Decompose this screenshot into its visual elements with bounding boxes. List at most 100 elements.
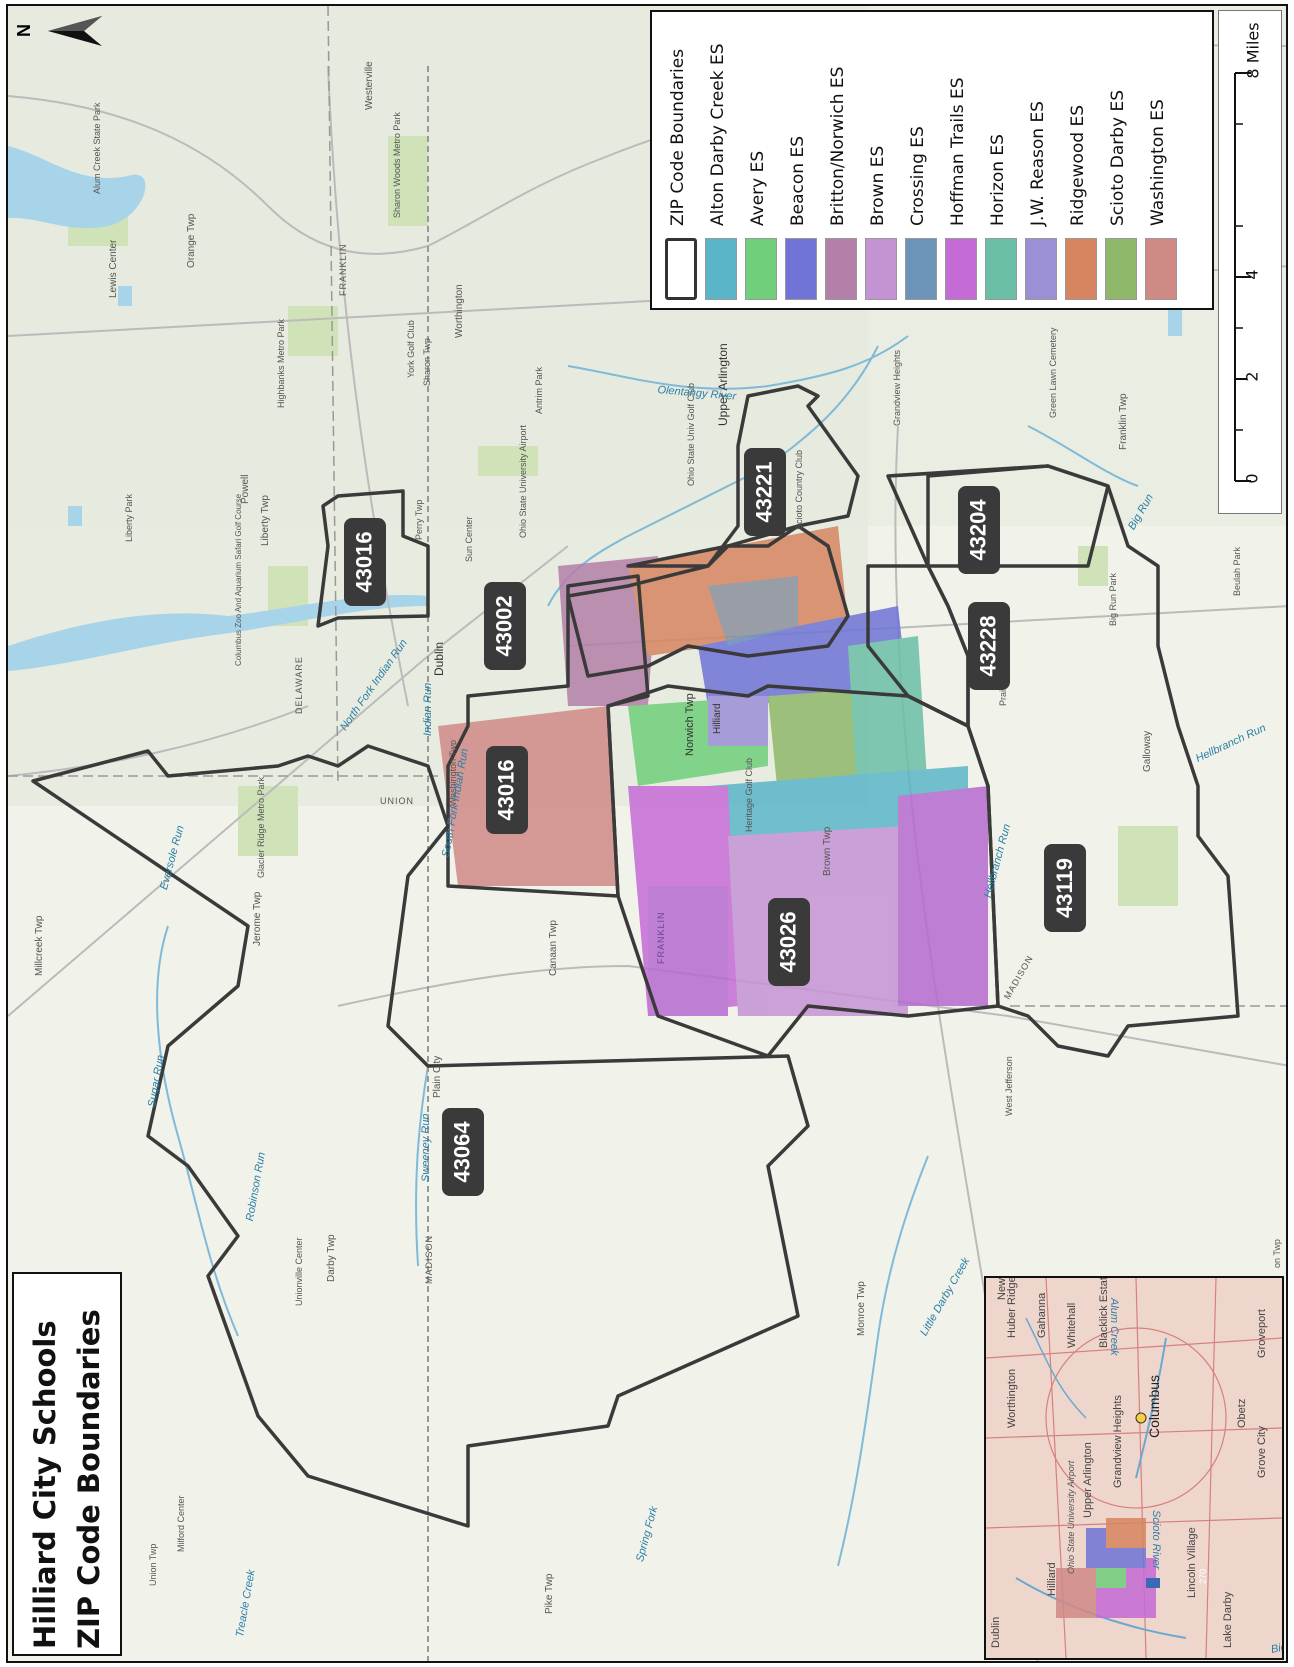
place-york-golf: York Golf Club	[406, 320, 416, 378]
title-line-2: ZIP Code Boundaries	[72, 1309, 106, 1649]
place-madison-mid: MADISON	[424, 1234, 434, 1284]
place-millcreek: Millcreek Twp	[34, 915, 45, 976]
inset-label-worthington: Worthington	[1006, 1368, 1018, 1428]
legend-label: Crossing ES	[908, 126, 928, 226]
legend-item-3: Beacon ES	[778, 12, 820, 308]
legend-item-9: J.W. Reason ES	[1018, 12, 1060, 308]
place-perry-twp: Perry Twp	[414, 499, 424, 540]
inset-label-hilliard: Hilliard	[1046, 1562, 1058, 1596]
zip-boundaries	[31, 384, 1240, 1528]
inset-label-grove-city: Grove City	[1256, 1426, 1268, 1478]
legend-label: J.W. Reason ES	[1028, 101, 1048, 226]
zip-label-43204: 43204	[958, 486, 1000, 574]
title: Hilliard City Schools ZIP Code Boundarie…	[23, 1279, 111, 1649]
legend-item-zip-boundaries: ZIP Code Boundaries	[658, 12, 700, 308]
zip-label-43221: 43221	[744, 448, 786, 536]
place-milford: Milford Center	[176, 1495, 186, 1552]
water	[8, 146, 1182, 671]
place-upper-arlington: Upper Arlington	[716, 343, 730, 426]
place-darby-twp: Darby Twp	[326, 1234, 337, 1282]
place-canaan-twp: Canaan Twp	[548, 920, 559, 976]
legend-swatch	[865, 238, 897, 300]
legend-label: Horizon ES	[988, 134, 1008, 226]
place-plain-city: Plain City	[432, 1055, 443, 1098]
place-sun-center: Sun Center	[464, 516, 474, 562]
place-sharon-twp: Sharon Twp	[422, 338, 432, 386]
legend-swatch	[1145, 238, 1177, 300]
inset-label-grandview: Grandview Heights	[1112, 1395, 1124, 1488]
zip-label-43002: 43002	[484, 582, 526, 670]
place-highbanks: Highbanks Metro Park	[276, 318, 286, 408]
legend-label: Hoffman Trails ES	[948, 77, 968, 226]
legend-swatch	[905, 238, 937, 300]
title-line-1: Hilliard City Schools	[28, 1320, 62, 1649]
legend-item-12: Washington ES	[1138, 12, 1180, 308]
legend-swatch	[1105, 238, 1137, 300]
inset-map[interactable]: Dublin Worthington Huber Ridge New Gahan…	[984, 1276, 1284, 1660]
inset-label-alum-creek: Alum Creek	[1108, 1298, 1120, 1356]
legend-item-10: Ridgewood ES	[1058, 12, 1100, 308]
north-label: N	[14, 24, 34, 37]
legend-swatch	[1025, 238, 1057, 300]
legend-item-4: Britton/Norwich ES	[818, 12, 860, 308]
inset-label-upper-arlington: Upper Arlington	[1082, 1442, 1094, 1518]
place-scioto-cc: Scioto Country Club	[794, 449, 804, 530]
place-brown-twp: Brown Twp	[822, 826, 833, 876]
inset-label-lincoln-village: Lincoln Village	[1186, 1527, 1198, 1598]
place-dublin: Dublin	[432, 641, 446, 676]
legend-swatch	[1065, 238, 1097, 300]
scale-tick-2: 2	[1242, 371, 1262, 382]
place-franklin-mid: FRANKLIN	[656, 911, 666, 964]
legend-item-6: Crossing ES	[898, 12, 940, 308]
place-glacier-ridge: Glacier Ridge Metro Park	[256, 776, 266, 878]
place-west-jefferson: West Jefferson	[1004, 1056, 1014, 1116]
legend-label: Beacon ES	[788, 136, 808, 226]
legend-swatch	[785, 238, 817, 300]
legend-label: ZIP Code Boundaries	[668, 48, 688, 226]
legend-item-5: Brown ES	[858, 12, 900, 308]
inset-label-gahanna: Gahanna	[1036, 1292, 1048, 1338]
place-orange-twp: Orange Twp	[186, 213, 197, 268]
zip-label-43016-south: 43016	[486, 746, 528, 834]
county-lines	[8, 6, 1286, 1007]
legend-swatch	[705, 238, 737, 300]
place-twp-right: on Twp	[1272, 1239, 1282, 1268]
title-box: Hilliard City Schools ZIP Code Boundarie…	[12, 1272, 122, 1656]
place-galloway: Galloway	[1142, 730, 1153, 772]
place-franklin-twp: Franklin Twp	[1118, 393, 1129, 450]
place-norwich-twp: Norwich Twp	[684, 693, 696, 756]
legend: ZIP Code Boundaries Alton Darby Creek ES…	[650, 10, 1214, 310]
inset-label-whitehall: Whitehall	[1066, 1302, 1078, 1348]
zip-label-43026: 43026	[768, 898, 810, 986]
scale-bar: 0 2 4 8 Miles	[1218, 10, 1282, 514]
zip-label-43064: 43064	[442, 1108, 484, 1196]
place-union-twp: Union Twp	[148, 1543, 158, 1586]
inset-label-obetz: Obetz	[1236, 1398, 1248, 1428]
legend-label: Scioto Darby ES	[1108, 89, 1128, 226]
place-liberty-park: Liberty Park	[124, 493, 134, 542]
legend-item-8: Horizon ES	[978, 12, 1020, 308]
place-hilliard: Hilliard	[712, 703, 723, 734]
place-westerville: Westerville	[364, 61, 375, 110]
place-worthington: Worthington	[454, 284, 465, 338]
place-heritage-golf: Heritage Golf Club	[744, 757, 754, 832]
inset-label-lake-darby: Lake Darby	[1222, 1591, 1234, 1648]
place-franklin-top: FRANKLIN	[338, 243, 348, 296]
place-big-run: Big Run Park	[1108, 572, 1118, 626]
zip-label-43016-north: 43016	[344, 518, 386, 606]
scale-tick-8: 8 Miles	[1243, 22, 1263, 79]
inset-map-graphic	[986, 1278, 1282, 1658]
zip-label-43228: 43228	[968, 602, 1010, 690]
legend-item-1: Alton Darby Creek ES	[698, 12, 740, 308]
place-sharon-woods: Sharon Woods Metro Park	[392, 112, 402, 218]
water-sweeney: Sweeney Run	[420, 1113, 432, 1183]
legend-label: Avery ES	[748, 150, 768, 226]
inset-label-scioto: Scioto River	[1150, 1510, 1162, 1570]
legend-swatch	[745, 238, 777, 300]
inset-label-groveport: Groveport	[1256, 1309, 1268, 1358]
inset-label-new: New	[996, 1277, 1008, 1300]
inset-highway-270: 270	[1198, 1568, 1208, 1584]
legend-label: Brown ES	[868, 145, 888, 226]
place-antrim: Antrim Park	[534, 366, 544, 414]
